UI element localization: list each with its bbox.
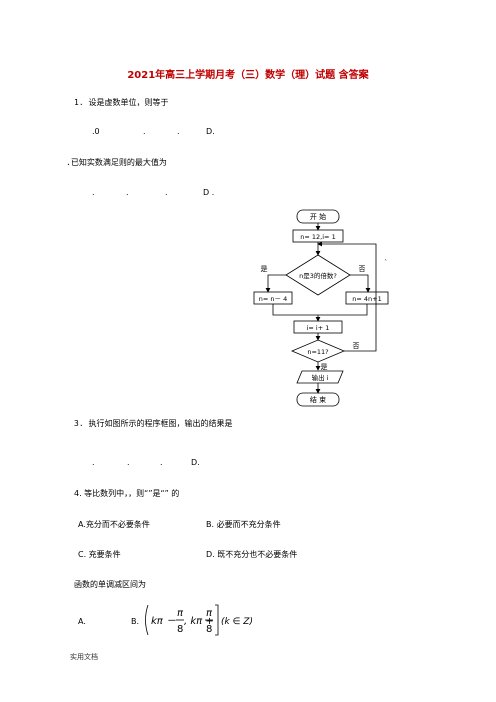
q1-stem: 1. 设是虚数单位，则等于 xyxy=(74,98,169,107)
formula-pi-1: π xyxy=(177,608,184,619)
flow-start-text: 开 始 xyxy=(310,212,326,221)
q5-option-a: A. xyxy=(78,617,86,626)
q2-option-b: . xyxy=(126,188,129,197)
footer-text: 实用文档 xyxy=(70,653,98,661)
q1-option-b: . xyxy=(143,127,146,136)
flow-decision-text: n是3的倍数? xyxy=(299,271,337,280)
flow-condition-text: n=11? xyxy=(307,348,328,356)
formula-eight-2: 8 xyxy=(206,624,212,635)
flow-side-mark: ` xyxy=(384,259,388,267)
flow-branch-yes-text: n= n－ 4 xyxy=(259,295,287,303)
formula-left-term: kπ － xyxy=(151,616,176,627)
formula-mid-term: , kπ + xyxy=(184,616,214,627)
flow-output-box xyxy=(296,370,344,384)
q2-stem: .已知实数满足则的最大值为 xyxy=(66,158,167,167)
flow-cond-yes-label: 是 xyxy=(321,363,328,371)
formula-right-bracket xyxy=(215,604,219,636)
flow-branch-no-text: n= 4n+1 xyxy=(352,295,381,303)
q5-stem: 函数的单调减区间为 xyxy=(74,580,146,589)
flow-end-box xyxy=(296,392,340,407)
formula-pi-2: π xyxy=(206,608,213,619)
q1-option-a: .0 xyxy=(92,127,100,136)
flow-output-text: 输出 i xyxy=(312,373,329,382)
q5-interval-formula: kπ － π 8 , kπ + π 8 (k ∈ Z) xyxy=(145,604,252,636)
q4-stem: 4. 等比数列中，，则“”是“” 的 xyxy=(74,489,180,498)
q3-stem: 3. 执行如图所示的程序框图，输出的结果是 xyxy=(74,419,233,428)
formula-eight-1: 8 xyxy=(177,624,183,635)
q4-option-d: D. 既不充分也不必要条件 xyxy=(206,550,298,559)
flow-decision-diamond xyxy=(285,254,351,296)
q3-option-a: . xyxy=(92,458,95,467)
q4-option-c: C. 充要条件 xyxy=(78,550,121,559)
flow-end-text: 结 束 xyxy=(310,395,326,404)
q2-option-c: . xyxy=(165,188,168,197)
q4-option-b: B. 必要而不充分条件 xyxy=(206,520,281,529)
flow-yes-label: 是 xyxy=(261,265,268,273)
formula-left-paren xyxy=(145,604,149,636)
flow-increment-text: i= i+ 1 xyxy=(307,324,330,332)
formula-tail: (k ∈ Z) xyxy=(221,617,252,627)
q1-option-c: . xyxy=(177,127,180,136)
q3-option-b: . xyxy=(127,458,130,467)
page-title: 2021年高三上学期月考（三）数学（理）试题 含答案 xyxy=(127,70,369,81)
q2-option-a: . xyxy=(92,188,95,197)
flow-no-label: 否 xyxy=(359,265,366,273)
flow-init-text: n= 12,i= 1 xyxy=(300,233,335,241)
q3-option-c: . xyxy=(160,458,163,467)
q5-option-b: B. xyxy=(131,617,140,626)
q4-option-a: A.充分而不必要条件 xyxy=(78,520,150,529)
q1-option-d: D. xyxy=(206,127,215,136)
flow-cond-no-label: 否 xyxy=(353,342,360,350)
q2-option-d: D . xyxy=(203,188,215,197)
q3-option-d: D. xyxy=(191,458,200,467)
flowchart: 开 始 n= 12,i= 1 n是3的倍数? 是 否 n= n－ 4 n= 4n… xyxy=(253,209,389,407)
